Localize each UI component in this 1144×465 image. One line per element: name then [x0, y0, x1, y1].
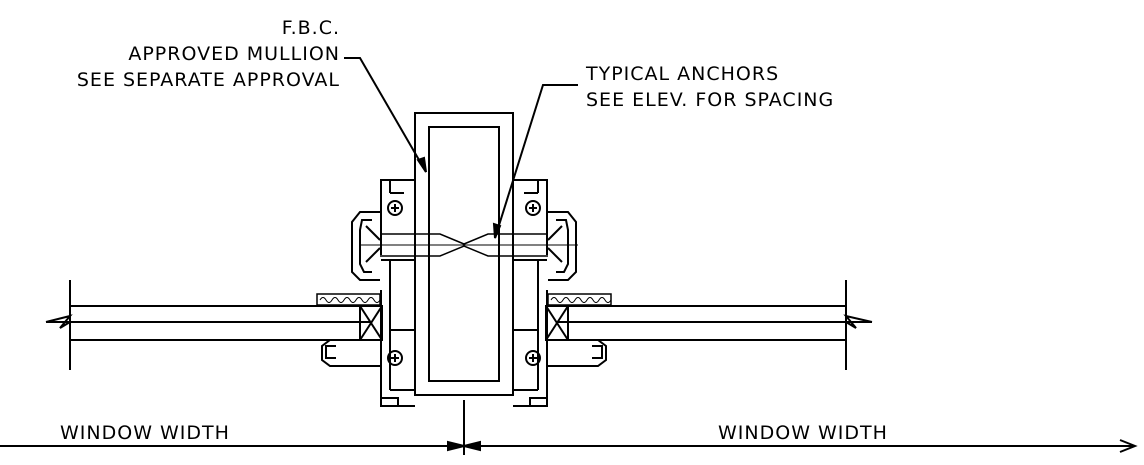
dimension-label-left: WINDOW WIDTH [60, 422, 230, 444]
mullion-leader-line [344, 57, 427, 173]
mullion-label-line3: SEE SEPARATE APPROVAL [76, 69, 340, 91]
anchor-fasteners [360, 233, 578, 257]
mullion-label-line1: F.B.C. [281, 17, 340, 39]
dimension-line [0, 400, 1138, 455]
anchors-leader-line [492, 84, 578, 239]
mullion-label-line2: APPROVED MULLION [128, 43, 340, 65]
mullion-tube [414, 112, 514, 396]
left-frame-profile [316, 179, 415, 407]
left-glass-pane [45, 280, 370, 370]
dimension-label-right: WINDOW WIDTH [718, 422, 888, 444]
right-glass-pane [558, 280, 873, 370]
right-frame-profile [513, 179, 612, 407]
anchors-label-line2: SEE ELEV. FOR SPACING [586, 89, 835, 111]
anchors-label-line1: TYPICAL ANCHORS [586, 63, 780, 85]
